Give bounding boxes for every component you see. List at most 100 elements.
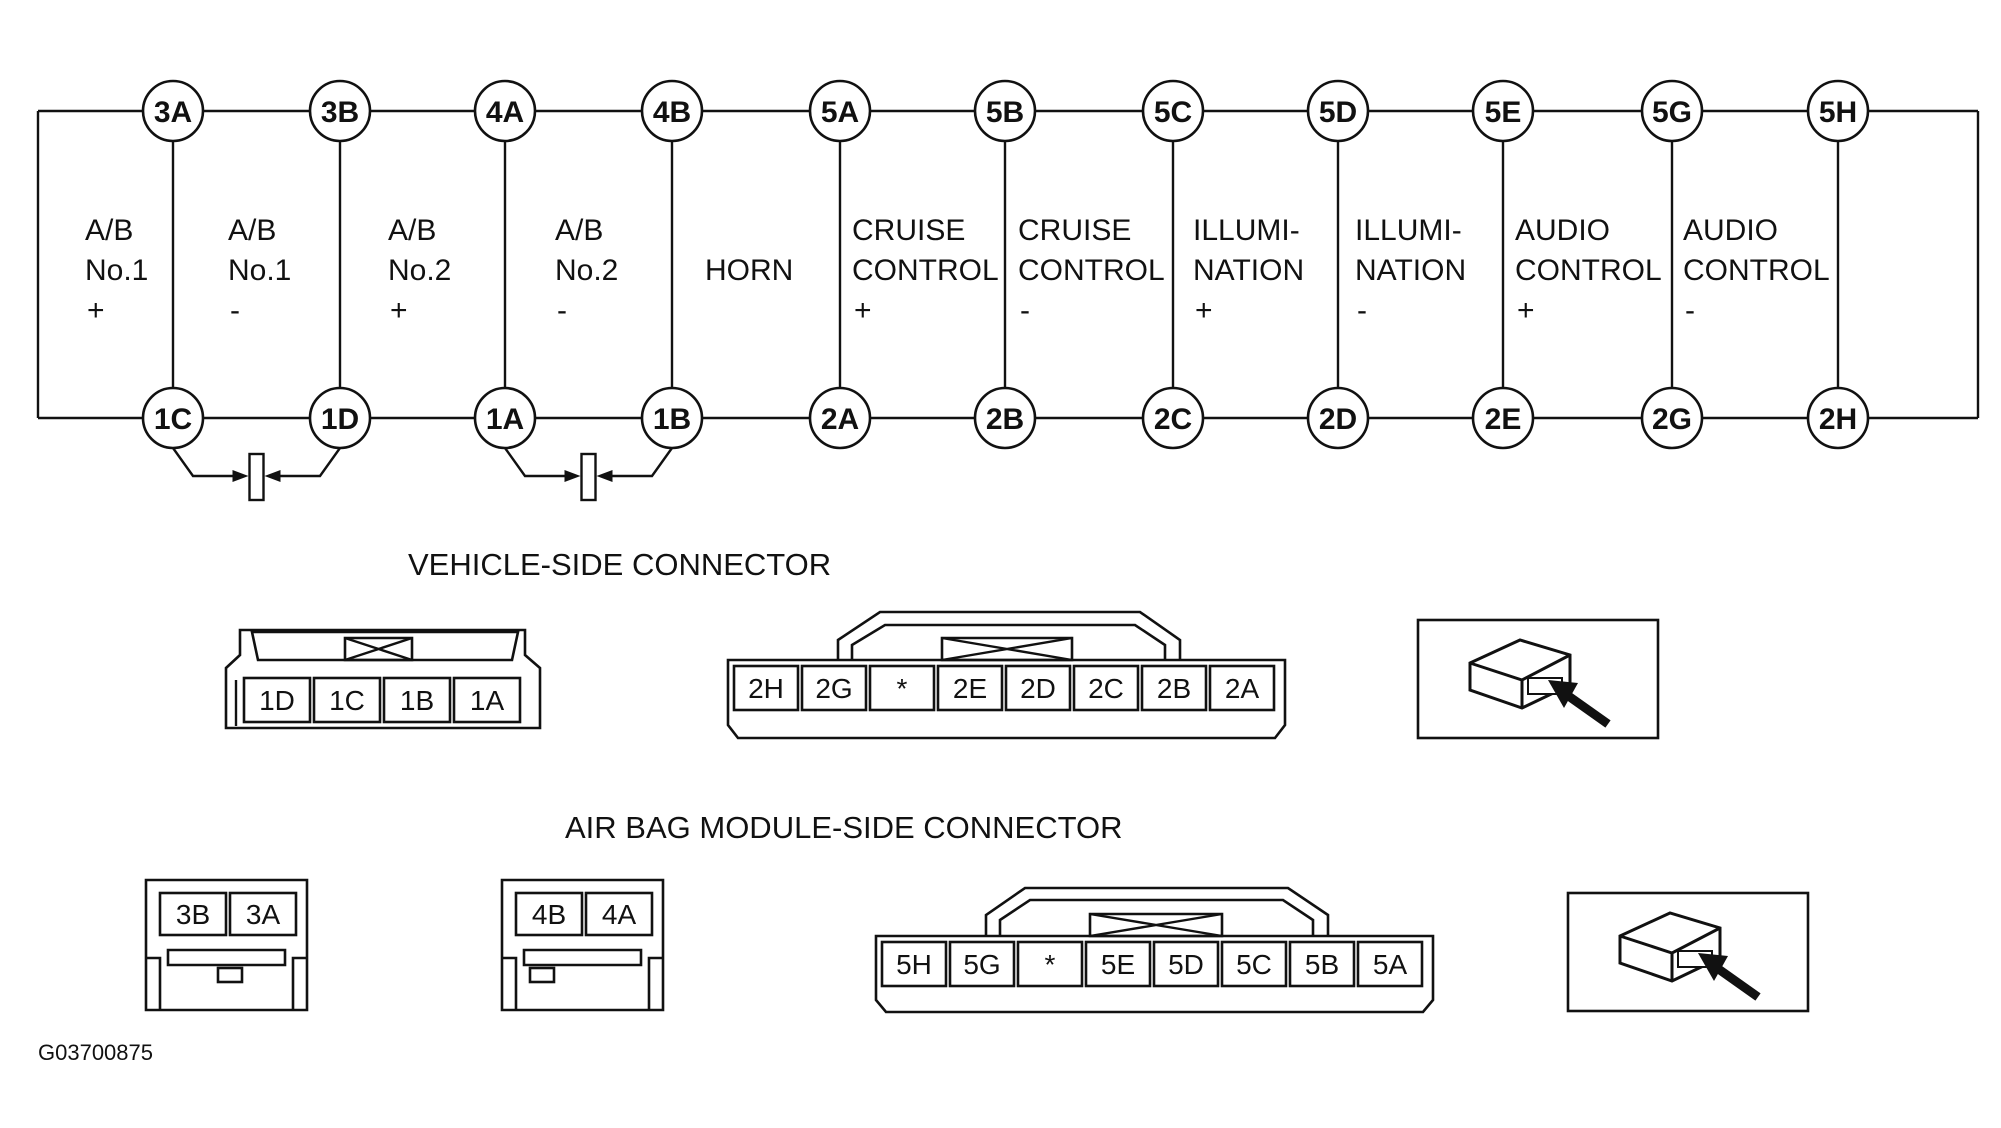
connector-cavity bbox=[1288, 940, 1356, 988]
connector-cavity bbox=[1356, 940, 1424, 988]
cavity-label: 5C bbox=[1236, 949, 1272, 980]
cavity-label: 5D bbox=[1168, 949, 1204, 980]
top-pin-label: 5G bbox=[1652, 96, 1692, 129]
short-wire bbox=[172, 447, 242, 478]
cavity-label: 2E bbox=[953, 673, 987, 704]
airbag-connector-4: 4B 4A bbox=[500, 878, 665, 1012]
bottom-pin-circle bbox=[808, 386, 872, 450]
bottom-pin-label: 1C bbox=[154, 403, 192, 436]
connector-cavity bbox=[242, 676, 312, 724]
cavity-label: 4A bbox=[602, 899, 637, 930]
bottom-pin-label: 2A bbox=[821, 403, 859, 436]
cavity-label: 4B bbox=[532, 899, 566, 930]
short-bar bbox=[248, 452, 265, 502]
top-pin-circle bbox=[973, 79, 1037, 143]
vehicle-side-heading: VEHICLE-SIDE CONNECTOR bbox=[408, 547, 831, 582]
circuit-label: A/B bbox=[85, 214, 133, 247]
connector-cavity bbox=[452, 676, 522, 724]
connector-cavity bbox=[158, 891, 228, 937]
figure-id: G03700875 bbox=[38, 1040, 153, 1065]
connector-cavity bbox=[1004, 664, 1072, 712]
connector-cavity bbox=[1208, 664, 1276, 712]
circuit-label: HORN bbox=[705, 254, 793, 287]
connector-cavity bbox=[732, 664, 800, 712]
cavity-label: 1B bbox=[400, 685, 434, 716]
airbag-side-heading: AIR BAG MODULE-SIDE CONNECTOR bbox=[565, 810, 1123, 845]
cavity-label: 2C bbox=[1088, 673, 1124, 704]
bottom-pin-label: 2B bbox=[986, 403, 1024, 436]
circuit-label: AUDIO bbox=[1683, 214, 1778, 247]
cavity-label: * bbox=[897, 673, 908, 704]
circuit-label: ILLUMI- bbox=[1355, 214, 1462, 247]
circuit-label: No.1 bbox=[228, 254, 291, 287]
short-bar bbox=[580, 452, 597, 502]
connector-arrow-icon bbox=[1566, 891, 1810, 1013]
circuit-label: + bbox=[854, 294, 872, 327]
circuit-label: No.1 bbox=[85, 254, 148, 287]
top-pin-label: 3A bbox=[154, 96, 192, 129]
circuit-label: A/B bbox=[228, 214, 276, 247]
bottom-pin-circle bbox=[1141, 386, 1205, 450]
circuit-label: CRUISE bbox=[852, 214, 965, 247]
connector-cavity bbox=[1152, 940, 1220, 988]
connector-cavity bbox=[382, 676, 452, 724]
top-pin-label: 4B bbox=[653, 96, 691, 129]
circuit-label: No.2 bbox=[555, 254, 618, 287]
bottom-pin-label: 1B bbox=[653, 403, 691, 436]
short-wire bbox=[504, 447, 574, 478]
top-pin-circle bbox=[1306, 79, 1370, 143]
circuit-label: NATION bbox=[1355, 254, 1466, 287]
connector-cavity bbox=[1016, 940, 1084, 988]
top-pin-label: 5C bbox=[1154, 96, 1192, 129]
circuit-label: CONTROL bbox=[1683, 254, 1830, 287]
cavity-label: 5H bbox=[896, 949, 932, 980]
circuit-label: + bbox=[1195, 294, 1213, 327]
circuit-label: AUDIO bbox=[1515, 214, 1610, 247]
top-pin-label: 4A bbox=[486, 96, 524, 129]
cavity-label: 1D bbox=[259, 685, 295, 716]
top-pin-circle bbox=[1141, 79, 1205, 143]
bottom-pin-label: 1D bbox=[321, 403, 359, 436]
circuit-label: - bbox=[230, 294, 240, 327]
bottom-pin-label: 2H bbox=[1819, 403, 1857, 436]
top-pin-circle bbox=[141, 79, 205, 143]
bottom-pin-label: 2G bbox=[1652, 403, 1692, 436]
top-pin-circle bbox=[1806, 79, 1870, 143]
circuit-label: A/B bbox=[388, 214, 436, 247]
connector-cavity bbox=[514, 891, 584, 937]
cavity-label: 2A bbox=[1225, 673, 1260, 704]
top-pin-circle bbox=[308, 79, 372, 143]
short-arrow bbox=[596, 470, 613, 482]
top-pin-label: 5H bbox=[1819, 96, 1857, 129]
bottom-pin-label: 2D bbox=[1319, 403, 1357, 436]
circuit-label: CRUISE bbox=[1018, 214, 1131, 247]
cavity-label: 3B bbox=[176, 899, 210, 930]
cavity-label: 5A bbox=[1373, 949, 1408, 980]
connector-cavity bbox=[936, 664, 1004, 712]
short-arrow bbox=[564, 470, 581, 482]
connector-cavity bbox=[948, 940, 1016, 988]
top-pin-label: 5E bbox=[1485, 96, 1522, 129]
short-arrow bbox=[232, 470, 249, 482]
circuit-label: - bbox=[1020, 294, 1030, 327]
top-pin-label: 3B bbox=[321, 96, 359, 129]
bottom-pin-circle bbox=[1471, 386, 1535, 450]
connector-cavity bbox=[1072, 664, 1140, 712]
connector-cavity bbox=[584, 891, 654, 937]
cavity-label: 5G bbox=[963, 949, 1000, 980]
cavity-label: * bbox=[1045, 949, 1056, 980]
top-pin-label: 5A bbox=[821, 96, 859, 129]
cavity-label: 1A bbox=[470, 685, 505, 716]
connector-cavity bbox=[1220, 940, 1288, 988]
short-arrow bbox=[264, 470, 281, 482]
short-wire bbox=[603, 447, 673, 478]
cavity-label: 5E bbox=[1101, 949, 1135, 980]
bottom-pin-label: 2E bbox=[1485, 403, 1522, 436]
schematic: 3A1C3B1D4A1A4B1B5A2A5B2B5C2C5D2D5E2E5G2G… bbox=[36, 79, 1980, 502]
connector-cavity bbox=[312, 676, 382, 724]
cavity-label: 3A bbox=[246, 899, 281, 930]
bottom-pin-label: 1A bbox=[486, 403, 524, 436]
bottom-pin-circle bbox=[973, 386, 1037, 450]
